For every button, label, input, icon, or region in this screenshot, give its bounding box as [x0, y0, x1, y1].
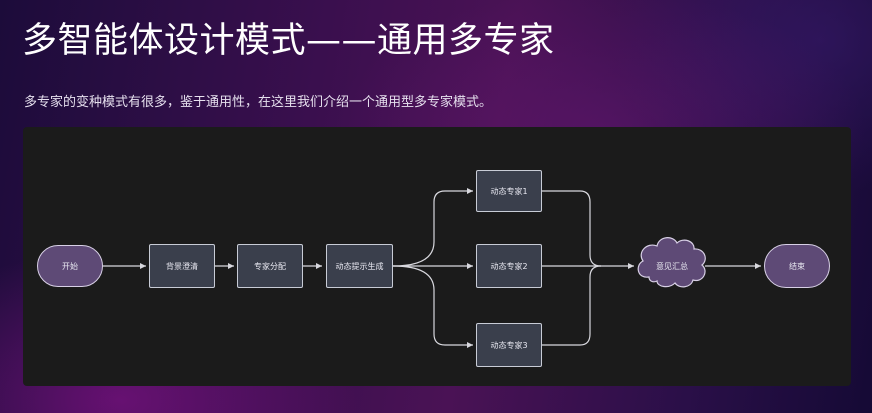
- node-end: 结束: [764, 244, 830, 288]
- diagram-panel: 开始 背景澄清 专家分配 动态提示生成 动态专家1 动态专家2 动态专家3 意见…: [23, 127, 851, 386]
- summary-cloud-shape: [637, 237, 706, 288]
- node-expert-assign: 专家分配: [237, 244, 303, 288]
- edge-expert1-to-summary: [542, 190, 602, 267]
- page-title: 多智能体设计模式——通用多专家: [22, 21, 555, 61]
- edge-prompt-to-expert1: [392, 188, 473, 267]
- node-summary: 意见汇总: [656, 261, 688, 271]
- node-expert3: 动态专家3: [476, 323, 542, 367]
- edge-expert3-to-summary: [542, 265, 602, 346]
- diagram-edges: [103, 188, 761, 348]
- node-expert1: 动态专家1: [476, 170, 542, 212]
- node-expert2: 动态专家2: [476, 244, 542, 288]
- page-subtitle: 多专家的变种模式有很多，鉴于通用性，在这里我们介绍一个通用型多专家模式。: [24, 95, 493, 110]
- edge-prompt-to-expert3: [392, 265, 473, 348]
- node-dynamic-prompt-gen: 动态提示生成: [326, 244, 393, 288]
- node-start: 开始: [37, 245, 103, 287]
- node-background-clarify: 背景澄清: [149, 244, 215, 288]
